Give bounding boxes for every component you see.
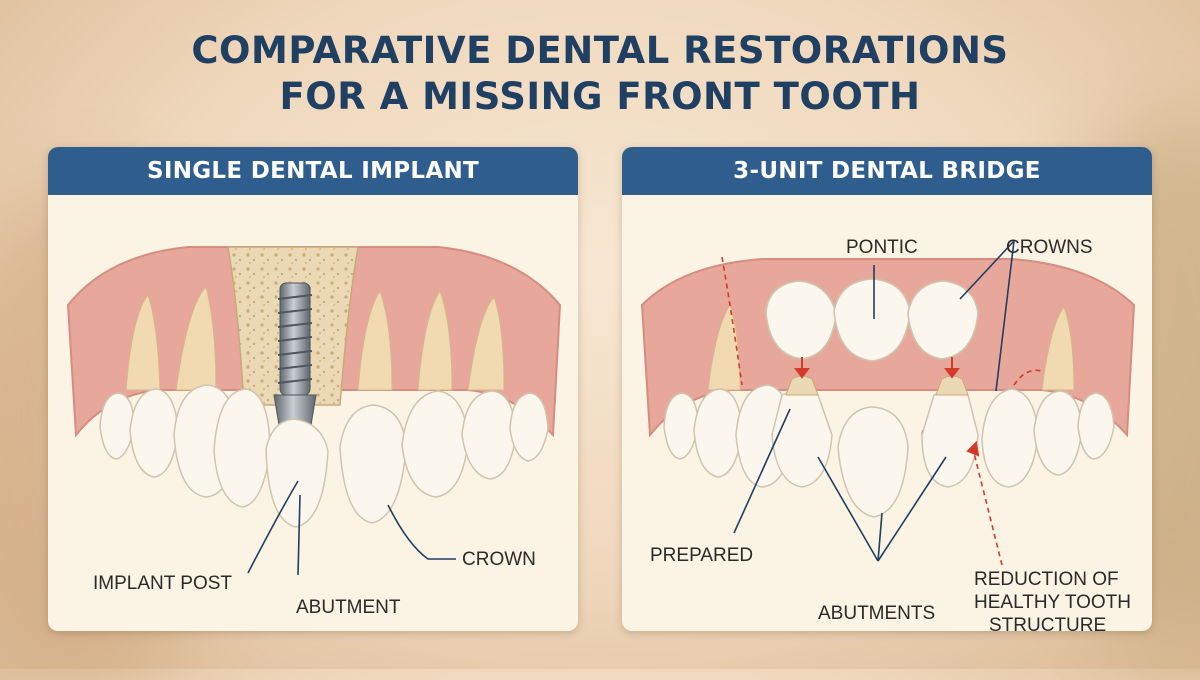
leader-implant-post [247,480,299,574]
tooth [1077,392,1115,460]
leader-reduction [973,452,1003,566]
tooth-root [357,289,393,391]
label-reduction-1: REDUCTION OF [974,569,1119,590]
tooth [401,390,469,498]
tooth [1033,390,1083,476]
bridge-illustration: PONTIC CROWNS PREPARED ABUTMENTS REDUCTI… [640,237,1136,631]
label-reduction-3: STRUCTURE [989,615,1106,631]
tooth-root [1041,305,1075,391]
tooth [339,404,407,524]
implant-panel-header: SINGLE DENTAL IMPLANT [48,147,578,195]
label-crown: CROWN [462,549,536,570]
tooth [129,388,179,478]
title-line-2: FOR A MISSING FRONT TOOTH [279,75,921,118]
tooth [663,392,699,460]
tooth [981,388,1039,488]
label-abutment: ABUTMENT [296,597,401,618]
label-abutments: ABUTMENTS [818,603,935,624]
tooth-root [417,289,453,391]
tooth [509,392,549,462]
label-reduction-2: HEALTHY TOOTH [974,592,1131,613]
tooth-root [467,296,505,391]
bridge-crown-right [907,280,979,360]
title-line-1: COMPARATIVE DENTAL RESTORATIONS [191,29,1009,72]
leader-abutments-1 [817,456,879,562]
tooth [693,388,743,478]
label-implant-post: IMPLANT POST [93,573,232,594]
leader-crowns-1 [959,240,1015,300]
label-pontic: PONTIC [846,237,918,258]
tooth [461,390,517,480]
leader-abutments-2 [877,512,883,562]
leader-prepared [733,408,791,534]
tooth-root [175,286,217,391]
leader-crowns-2 [995,240,1015,392]
prepared-tooth-left [771,390,833,488]
implant-post [277,282,313,396]
reduction-outline-left [721,256,743,386]
label-prepared: PREPARED [650,545,753,566]
leader-crown [387,504,456,560]
leader-abutments-3 [877,456,947,562]
implant-illustration: IMPLANT POST ABUTMENT CROWN [66,246,562,618]
reduction-outline-right [1013,369,1043,386]
tooth-root [125,293,161,391]
bridge-panel-header: 3-UNIT DENTAL BRIDGE [622,147,1152,195]
bridge-panel: 3-UNIT DENTAL BRIDGE [622,147,1152,631]
prepared-tooth-right [921,390,979,488]
tooth [837,406,909,518]
implant-panel: SINGLE DENTAL IMPLANT [48,147,578,631]
label-crowns: CROWNS [1006,237,1093,258]
tooth [99,392,135,460]
page-title: COMPARATIVE DENTAL RESTORATIONS FOR A MI… [0,28,1200,120]
leader-abutment [297,494,301,576]
implant-crown [265,418,329,528]
